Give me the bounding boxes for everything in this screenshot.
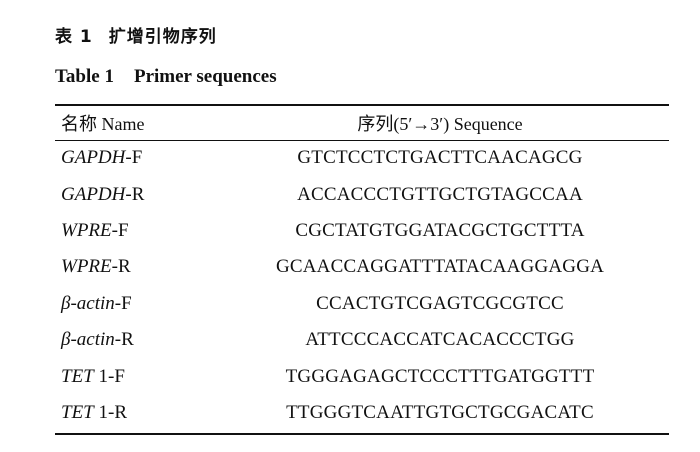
primer-name: TET 1-F	[55, 358, 211, 394]
primer-name: WPRE-F	[55, 213, 211, 249]
table-caption-cn: 表 1 扩增引物序列	[55, 22, 217, 47]
table-header-rule	[55, 140, 669, 141]
table-row: GAPDH-R ACCACCCTGTTGCTGTAGCCAA	[55, 176, 669, 212]
table-label-en: Table 1	[55, 66, 114, 87]
gene-name: WPRE	[61, 219, 112, 241]
primer-direction: 1-R	[93, 401, 128, 423]
gene-name: TET	[61, 365, 94, 387]
primer-direction: -F	[111, 219, 129, 241]
primer-direction: -R	[111, 256, 131, 278]
primer-sequence: GTCTCCTCTGACTTCAACAGCG	[297, 147, 583, 169]
table-top-rule	[55, 104, 669, 106]
table-row: TET 1-R TTGGGTCAATTGTGCTGCGACATC	[55, 395, 669, 431]
primer-sequence: TTGGGTCAATTGTGCTGCGACATC	[286, 401, 594, 423]
primer-sequence: ATTCCCACCATCACACCCTGG	[305, 329, 575, 351]
gene-name: WPRE	[61, 256, 112, 278]
primer-direction: 1-F	[93, 365, 125, 387]
primer-sequence: CCACTGTCGAGTCGCGTCC	[316, 292, 564, 314]
table-row: TET 1-F TGGGAGAGCTCCCTTTGATGGTTT	[55, 358, 669, 394]
primer-direction: -F	[114, 292, 132, 314]
primer-table: 名称 Name 序列(5′→3′) Sequence GAPDH-F GTCTC…	[55, 106, 669, 431]
table-caption-en: Table 1 Primer sequences	[55, 66, 277, 88]
primer-direction: -R	[125, 183, 145, 205]
primer-sequence: ACCACCCTGTTGCTGTAGCCAA	[297, 183, 583, 205]
primer-sequence: TGGGAGAGCTCCCTTTGATGGTTT	[285, 365, 595, 387]
gene-name: GAPDH	[61, 183, 126, 205]
primer-direction: -F	[125, 147, 143, 169]
header-sequence: 序列(5′→3′) Sequence	[357, 114, 523, 134]
primer-direction: -R	[114, 329, 134, 351]
table-title-en: Primer sequences	[133, 66, 277, 87]
primer-name: β-actin-R	[55, 322, 211, 358]
table-title-cn: 扩增引物序列	[108, 27, 217, 47]
primer-name: GAPDH-R	[55, 176, 211, 212]
header-name: 名称 Name	[61, 114, 145, 134]
table-row: β-actin-R ATTCCCACCATCACACCCTGG	[55, 322, 669, 358]
gene-name: TET	[61, 401, 94, 423]
gene-name: β-actin	[61, 292, 115, 314]
table-header-row: 名称 Name 序列(5′→3′) Sequence	[55, 106, 669, 140]
primer-sequence: CGCTATGTGGATACGCTGCTTTA	[295, 219, 585, 241]
table-row: WPRE-F CGCTATGTGGATACGCTGCTTTA	[55, 213, 669, 249]
primer-name: TET 1-R	[55, 395, 211, 431]
table-bottom-rule	[55, 433, 669, 435]
primer-sequence: GCAACCAGGATTTATACAAGGAGGA	[275, 256, 605, 278]
gene-name: β-actin	[61, 329, 115, 351]
primer-name: β-actin-F	[55, 286, 211, 322]
primer-name: GAPDH-F	[55, 140, 211, 176]
table-label-cn: 表 1	[55, 27, 93, 47]
table-row: β-actin-F CCACTGTCGAGTCGCGTCC	[55, 286, 669, 322]
primer-name: WPRE-R	[55, 249, 211, 285]
table-row: GAPDH-F GTCTCCTCTGACTTCAACAGCG	[55, 140, 669, 176]
table-row: WPRE-R GCAACCAGGATTTATACAAGGAGGA	[55, 249, 669, 285]
gene-name: GAPDH	[61, 147, 126, 169]
